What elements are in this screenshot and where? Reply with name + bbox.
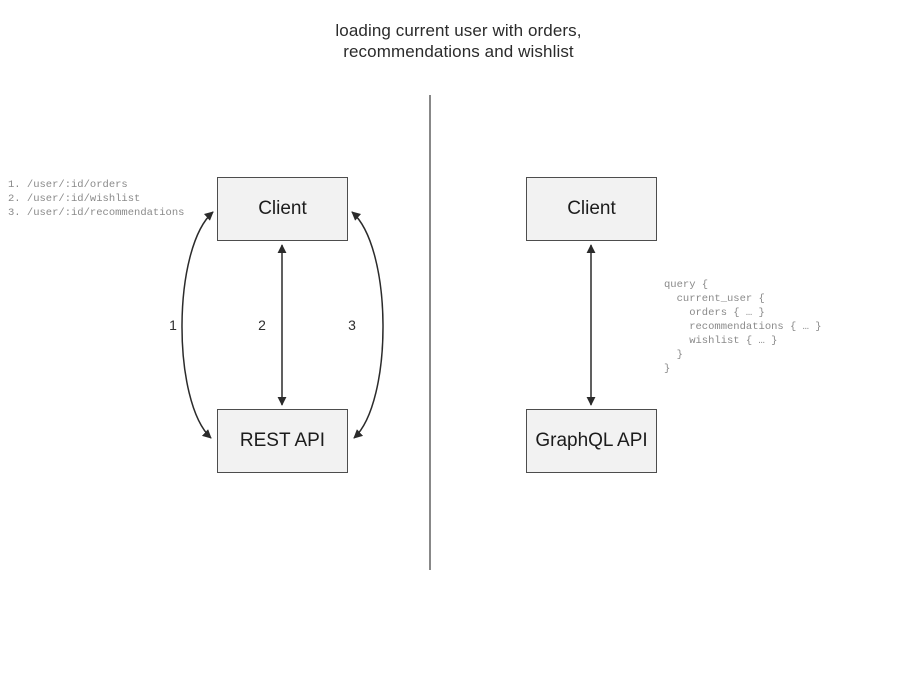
node-client-rest-label: Client — [258, 198, 307, 219]
graphql-query-snippet: query { current_user { orders { … } reco… — [664, 279, 822, 375]
node-client-graphql-label: Client — [567, 198, 616, 219]
edge-label-1: 1 — [169, 317, 177, 333]
diagram-title: loading current user with orders, recomm… — [335, 21, 582, 61]
node-graphql-api-label: GraphQL API — [535, 430, 648, 451]
edge-label-2: 2 — [258, 317, 266, 333]
edge-1-curve — [181, 211, 214, 439]
edge-3-curve — [351, 211, 384, 439]
rest-endpoints-list: 1. /user/:id/orders 2. /user/:id/wishlis… — [8, 179, 185, 219]
node-graphql-api[interactable]: GraphQL API — [526, 409, 657, 473]
edge-label-3: 3 — [348, 317, 356, 333]
node-rest-api-label: REST API — [239, 430, 326, 451]
node-client-rest[interactable]: Client — [217, 177, 348, 241]
node-rest-api[interactable]: REST API — [217, 409, 348, 473]
node-client-graphql[interactable]: Client — [526, 177, 657, 241]
